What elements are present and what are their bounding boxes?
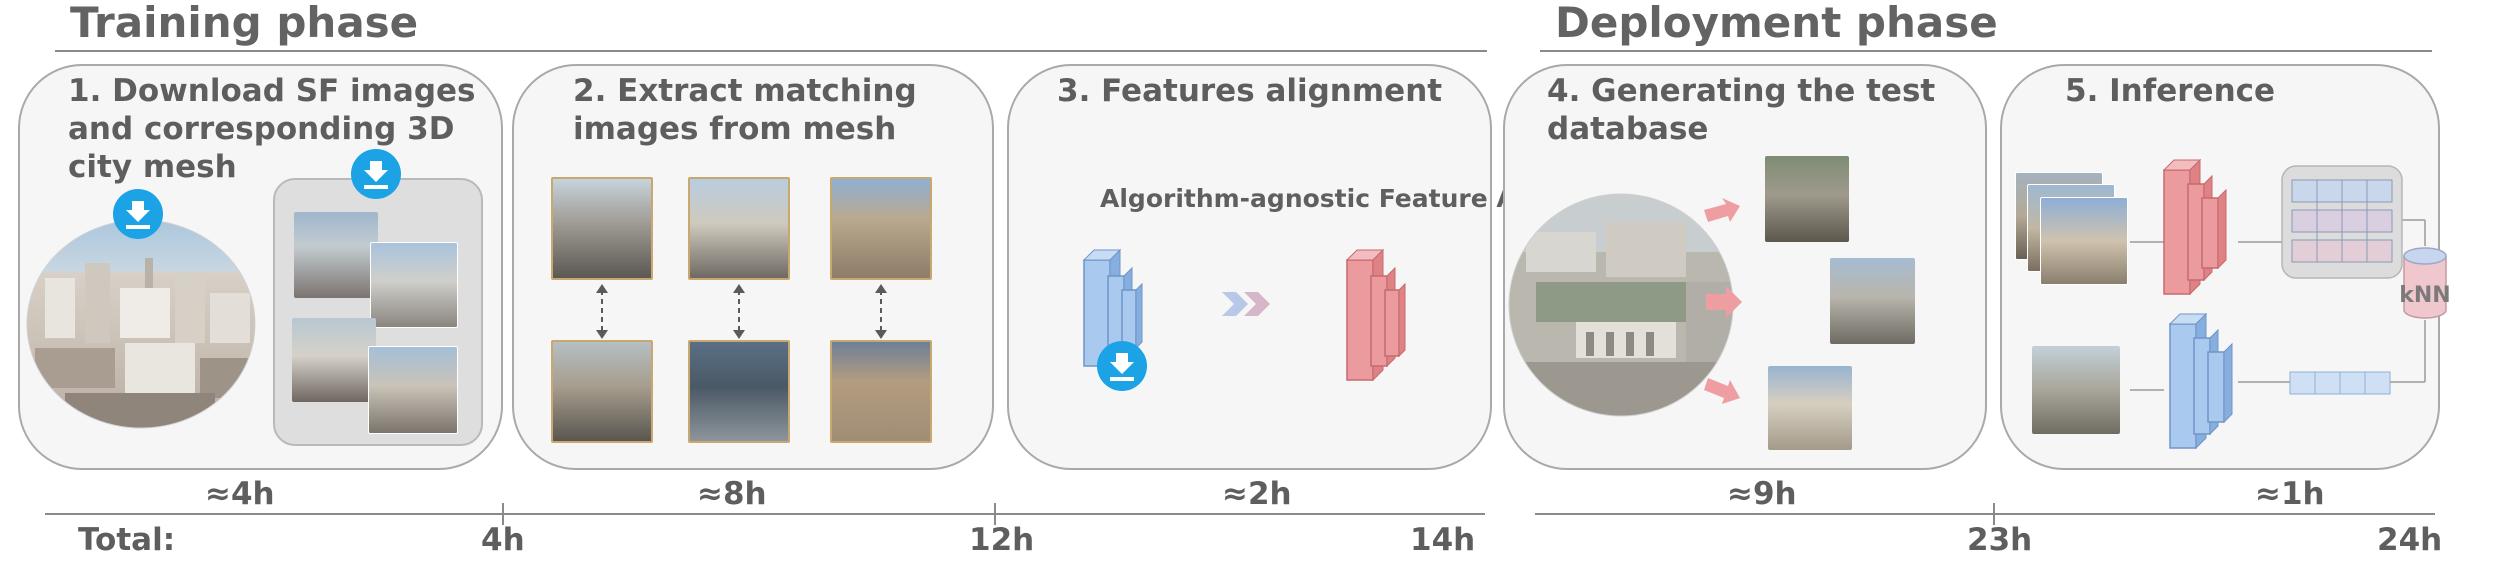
- query-image: [2040, 197, 2128, 285]
- test-database-image: [1830, 258, 1915, 344]
- timeline-tick: [502, 503, 504, 525]
- step-2-title: 2. Extract matching images from mesh: [573, 73, 917, 147]
- query-image: [2032, 346, 2120, 434]
- step-1-duration: ≈4h: [205, 476, 275, 512]
- deployment-timeline: [1535, 513, 2435, 515]
- mesh-rendered-image: [551, 340, 653, 443]
- step-1-title: 1. Download SF images and corresponding …: [68, 73, 476, 185]
- street-view-image: [292, 318, 376, 402]
- timeline-tick: [994, 503, 996, 525]
- total-label: Total:: [78, 522, 176, 558]
- street-view-image: [370, 242, 458, 328]
- step-5-title: 5. Inference: [2065, 73, 2276, 109]
- test-database-image: [1765, 156, 1849, 242]
- inference-pipeline: kNN: [2130, 158, 2451, 450]
- matching-arrows: [596, 284, 887, 339]
- deployment-phase-title: Deployment phase: [1555, 0, 1998, 47]
- alignment-caption: Algorithm-agnostic Feature Alignment: [1100, 184, 1642, 213]
- training-timeline: [45, 513, 1485, 515]
- street-view-image: [294, 212, 378, 298]
- teacher-encoder: [1345, 248, 1406, 382]
- street-view-image: [368, 346, 458, 434]
- deployment-phase-rule: [1540, 50, 2432, 52]
- street-view-image: [830, 177, 932, 280]
- download-icon: [351, 149, 401, 199]
- generation-arrows: [1704, 198, 1742, 404]
- street-view-image: [551, 177, 653, 280]
- training-phase-rule: [55, 50, 1487, 52]
- city-aerial-image: [1508, 193, 1734, 417]
- tick-label-23h: 23h: [1967, 522, 2033, 558]
- mesh-rendered-image: [688, 340, 790, 443]
- step-5-duration: ≈1h: [2255, 476, 2325, 512]
- step-3-title: 3. Features alignment: [1057, 73, 1443, 109]
- mesh-rendered-image: [830, 340, 932, 443]
- download-icon: [113, 189, 163, 239]
- download-icon: [1097, 341, 1147, 391]
- timeline-tick: [1993, 503, 1995, 525]
- step-3-duration: ≈2h: [1222, 476, 1292, 512]
- step-4-title: 4. Generating the test database: [1547, 73, 1936, 147]
- step-4-duration: ≈9h: [1727, 476, 1797, 512]
- city-aerial-image: [26, 219, 256, 429]
- street-view-image: [688, 177, 790, 280]
- tick-label-4h: 4h: [481, 522, 525, 558]
- knn-label: kNN: [2399, 283, 2450, 308]
- tick-label-24h: 24h: [2377, 522, 2443, 558]
- test-database-image: [1768, 366, 1852, 450]
- double-chevron-icon: [1222, 292, 1270, 316]
- training-phase-title: Training phase: [70, 0, 419, 47]
- step-2-duration: ≈8h: [697, 476, 767, 512]
- tick-label-14h: 14h: [1410, 522, 1476, 558]
- tick-label-12h: 12h: [969, 522, 1035, 558]
